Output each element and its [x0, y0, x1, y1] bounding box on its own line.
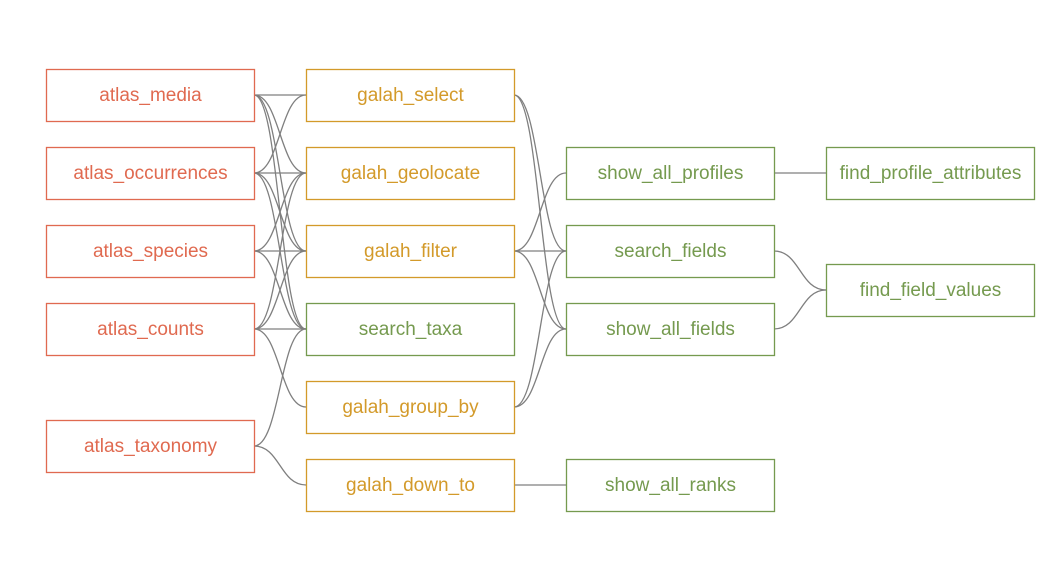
node-find-profile-attributes: find_profile_attributes	[825, 146, 1036, 201]
node-atlas-counts: atlas_counts	[45, 302, 256, 357]
node-box	[305, 302, 516, 357]
edge-atlas-taxonomy-to-galah-down-to	[253, 445, 307, 486]
node-label: galah_select	[357, 85, 464, 106]
node-label: galah_filter	[364, 241, 458, 262]
node-box	[305, 380, 516, 435]
edge-galah-group-by-to-show-all-fields	[513, 328, 567, 408]
node-label: atlas_species	[93, 241, 208, 262]
node-search-taxa: search_taxa	[305, 302, 516, 357]
node-galah-select: galah_select	[305, 68, 516, 123]
nodes-layer: atlas_media atlas_occurrences atlas_specie…	[45, 68, 1036, 513]
node-label: search_fields	[615, 241, 727, 262]
node-box	[825, 263, 1036, 318]
node-atlas-media: atlas_media	[45, 68, 256, 123]
edge-atlas-taxonomy-to-search-taxa	[253, 328, 307, 447]
node-label: atlas_counts	[97, 319, 204, 340]
edge-atlas-counts-to-galah-group-by	[253, 328, 307, 408]
edge-galah-filter-to-show-all-profiles	[513, 172, 567, 252]
edge-search-fields-to-find-field-values	[773, 250, 827, 291]
node-label: search_taxa	[359, 319, 463, 340]
node-label: atlas_occurrences	[73, 163, 227, 184]
node-box	[565, 302, 776, 357]
node-show-all-profiles: show_all_profiles	[565, 146, 776, 201]
edge-galah-select-to-search-fields	[513, 94, 567, 252]
node-label: galah_geolocate	[341, 163, 480, 184]
node-label: galah_group_by	[342, 397, 479, 418]
node-show-all-fields: show_all_fields	[565, 302, 776, 357]
node-box	[565, 458, 776, 513]
edge-atlas-counts-to-galah-filter	[253, 250, 307, 330]
node-box	[45, 224, 256, 279]
edge-atlas-counts-to-galah-geolocate	[253, 172, 307, 330]
node-galah-group-by: galah_group_by	[305, 380, 516, 435]
node-box	[305, 146, 516, 201]
node-box	[305, 458, 516, 513]
edge-show-all-fields-to-find-field-values	[773, 289, 827, 330]
node-label: show_all_fields	[606, 319, 735, 340]
node-box	[565, 224, 776, 279]
edge-atlas-occurrences-to-galah-select	[253, 94, 307, 174]
node-box	[305, 224, 516, 279]
edges-layer	[253, 94, 827, 486]
node-box	[825, 146, 1036, 201]
node-box	[45, 419, 256, 474]
node-label: find_profile_attributes	[840, 163, 1022, 184]
node-box	[305, 68, 516, 123]
node-label: galah_down_to	[346, 475, 475, 496]
node-box	[565, 146, 776, 201]
node-atlas-species: atlas_species	[45, 224, 256, 279]
node-show-all-ranks: show_all_ranks	[565, 458, 776, 513]
node-label: show_all_profiles	[598, 163, 744, 184]
node-label: atlas_media	[99, 85, 202, 106]
node-box	[45, 146, 256, 201]
node-box	[45, 302, 256, 357]
node-galah-geolocate: galah_geolocate	[305, 146, 516, 201]
node-box	[45, 68, 256, 123]
node-atlas-occurrences: atlas_occurrences	[45, 146, 256, 201]
node-galah-filter: galah_filter	[305, 224, 516, 279]
edge-atlas-species-to-galah-geolocate	[253, 172, 307, 252]
node-find-field-values: find_field_values	[825, 263, 1036, 318]
edge-galah-group-by-to-search-fields	[513, 250, 567, 408]
node-label: atlas_taxonomy	[84, 436, 218, 457]
node-search-fields: search_fields	[565, 224, 776, 279]
node-label: show_all_ranks	[605, 475, 736, 496]
node-galah-down-to: galah_down_to	[305, 458, 516, 513]
node-atlas-taxonomy: atlas_taxonomy	[45, 419, 256, 474]
edge-galah-filter-to-show-all-fields	[513, 250, 567, 330]
node-label: find_field_values	[860, 280, 1002, 301]
